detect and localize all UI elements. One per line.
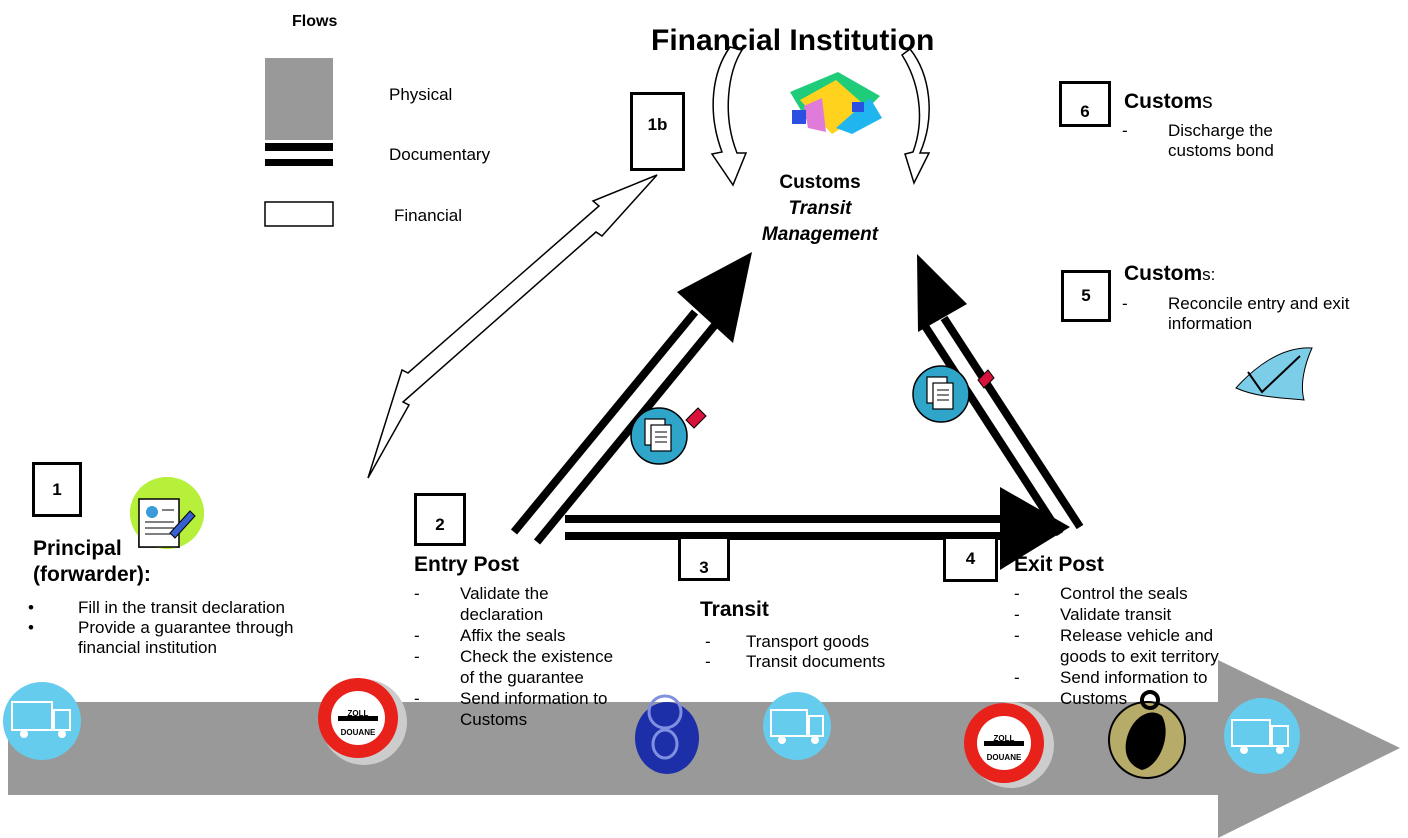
curve-arrow-left [710,46,748,187]
dash-marker: - [414,626,420,645]
legend-physical-swatch [265,58,333,140]
step-1-list: • Fill in the transit declaration • Provid… [28,598,358,658]
step-5-title: Customs: [1124,262,1215,286]
money-handshake-icon [790,72,882,134]
step-6-item-1: Discharge the [1168,121,1273,140]
legend-title: Flows [292,13,338,30]
customs-center-label: Customs Transit Management [740,170,900,248]
step-6-item-1-cont: customs bond [1168,141,1274,160]
step-2-list: - Validate the declaration - Affix the sea… [414,583,674,730]
step-4-title: Exit Post [1014,553,1104,576]
step-1-box: 1 [32,462,82,517]
step-3-list: - Transport goods - Transit documents [705,632,945,672]
financial-flow-arrow [367,174,658,479]
legend-physical-label: Physical [389,85,453,104]
step-3-title: Transit [700,598,769,621]
documentary-arrow-entry-to-exit [565,487,1070,570]
step-5-title-bold: Custom [1124,262,1203,285]
truck-icon-end [1224,698,1300,774]
step-1-item-1: Fill in the transit declaration [78,598,285,617]
bullet-marker: • [28,618,34,637]
dash-marker: - [705,652,711,671]
step-4-item-4: Send information to [1060,668,1208,687]
legend-documentary-line-top [265,143,333,151]
dash-marker: - [1122,121,1128,140]
step-6-title-rest: s [1202,90,1213,113]
step-2-item-3: Check the existence [460,647,614,666]
sign-exit-line2: DOUANE [986,753,1022,762]
bullet-marker: • [28,598,34,617]
curve-arrow-right [900,47,931,186]
customs-center-line3: Management [761,224,879,245]
truck-icon-middle [763,692,831,760]
step-6-title: Customs [1124,90,1213,114]
document-icon-entry [630,407,707,465]
padlock-icon-entry [635,694,699,774]
step-2-item-4-cont: Customs [460,710,528,729]
step-5-box: 5 [1061,270,1111,322]
step-3-item-2: Transit documents [746,652,886,671]
legend-financial-swatch [264,201,334,227]
step-4-list: - Control the seals - Validate transit - Re… [1014,583,1274,709]
sign-exit-line1: ZOLL [993,734,1015,743]
step-2-box: 2 [414,493,466,546]
documentary-arrow-exit-to-customs [917,254,1084,537]
padlock-icon-exit [1108,690,1186,779]
step-5-title-rest: s: [1202,265,1216,284]
approval-check-icon [1235,347,1313,401]
step-1-title: Principal (forwarder): [33,536,151,588]
dash-marker: - [1014,605,1020,624]
customs-sign-exit [964,702,1054,788]
step-2-item-1: Validate the [460,584,549,603]
customs-center-line1: Customs [779,172,861,193]
step-5-item-1-cont: information [1168,314,1253,333]
step-6-box: 6 [1059,81,1111,127]
sign-entry-line2: DOUANE [340,728,376,737]
legend-documentary-line-bottom [265,159,333,166]
dash-marker: - [1014,584,1020,603]
step-6-title-bold: Custom [1124,90,1203,113]
dash-marker: - [1122,294,1128,313]
document-icon-exit [912,365,995,423]
sign-entry-line1: ZOLL [347,709,369,718]
step-5-item-1: Reconcile entry and exit [1168,294,1350,313]
step-4-item-3-cont: goods to exit territory [1060,647,1219,666]
customs-sign-entry [318,678,407,765]
dash-marker: - [414,689,420,708]
step-6-list: - Discharge the customs bond [1122,121,1382,161]
step-2-item-2: Affix the seals [460,626,566,645]
step-2-item-4: Send information to [460,689,608,708]
step-4-item-1: Control the seals [1060,584,1188,603]
step-1b-box: 1b [630,92,685,171]
truck-icon-start [3,682,81,760]
step-1-title-line1: Principal [33,537,122,560]
step-2-item-1-cont: declaration [460,605,544,624]
legend-documentary-label: Documentary [389,145,491,164]
step-3-item-1: Transport goods [746,632,870,651]
step-2-title: Entry Post [414,553,520,576]
step-4-item-2: Validate transit [1060,605,1172,624]
dash-marker: - [1014,626,1020,645]
step-1-item-2-cont: financial institution [78,638,217,657]
customs-center-line2: Transit [788,198,852,219]
declaration-form-icon-overlay [130,477,204,549]
customs-sign-entry-label: ZOLL DOUANE [338,704,378,742]
step-2-item-3-cont: of the guarantee [460,668,584,687]
step-3-box: 3 [678,536,730,581]
dash-marker: - [414,647,420,666]
dash-marker: - [1014,668,1020,687]
step-1-item-2: Provide a guarantee through [78,618,294,637]
dash-marker: - [414,584,420,603]
customs-sign-exit-label: ZOLL DOUANE [984,729,1024,767]
step-4-item-4-cont: Customs [1060,689,1128,708]
documentary-arrow-entry-to-customs [510,252,752,545]
step-4-box: 4 [943,536,998,582]
step-1-title-line2: (forwarder): [33,563,151,586]
legend-financial-label: Financial [394,206,463,225]
step-4-item-3: Release vehicle and [1060,626,1214,645]
dash-marker: - [705,632,711,651]
financial-institution-title: Financial Institution [651,24,935,57]
step-5-list: - Reconcile entry and exit information [1122,294,1402,334]
